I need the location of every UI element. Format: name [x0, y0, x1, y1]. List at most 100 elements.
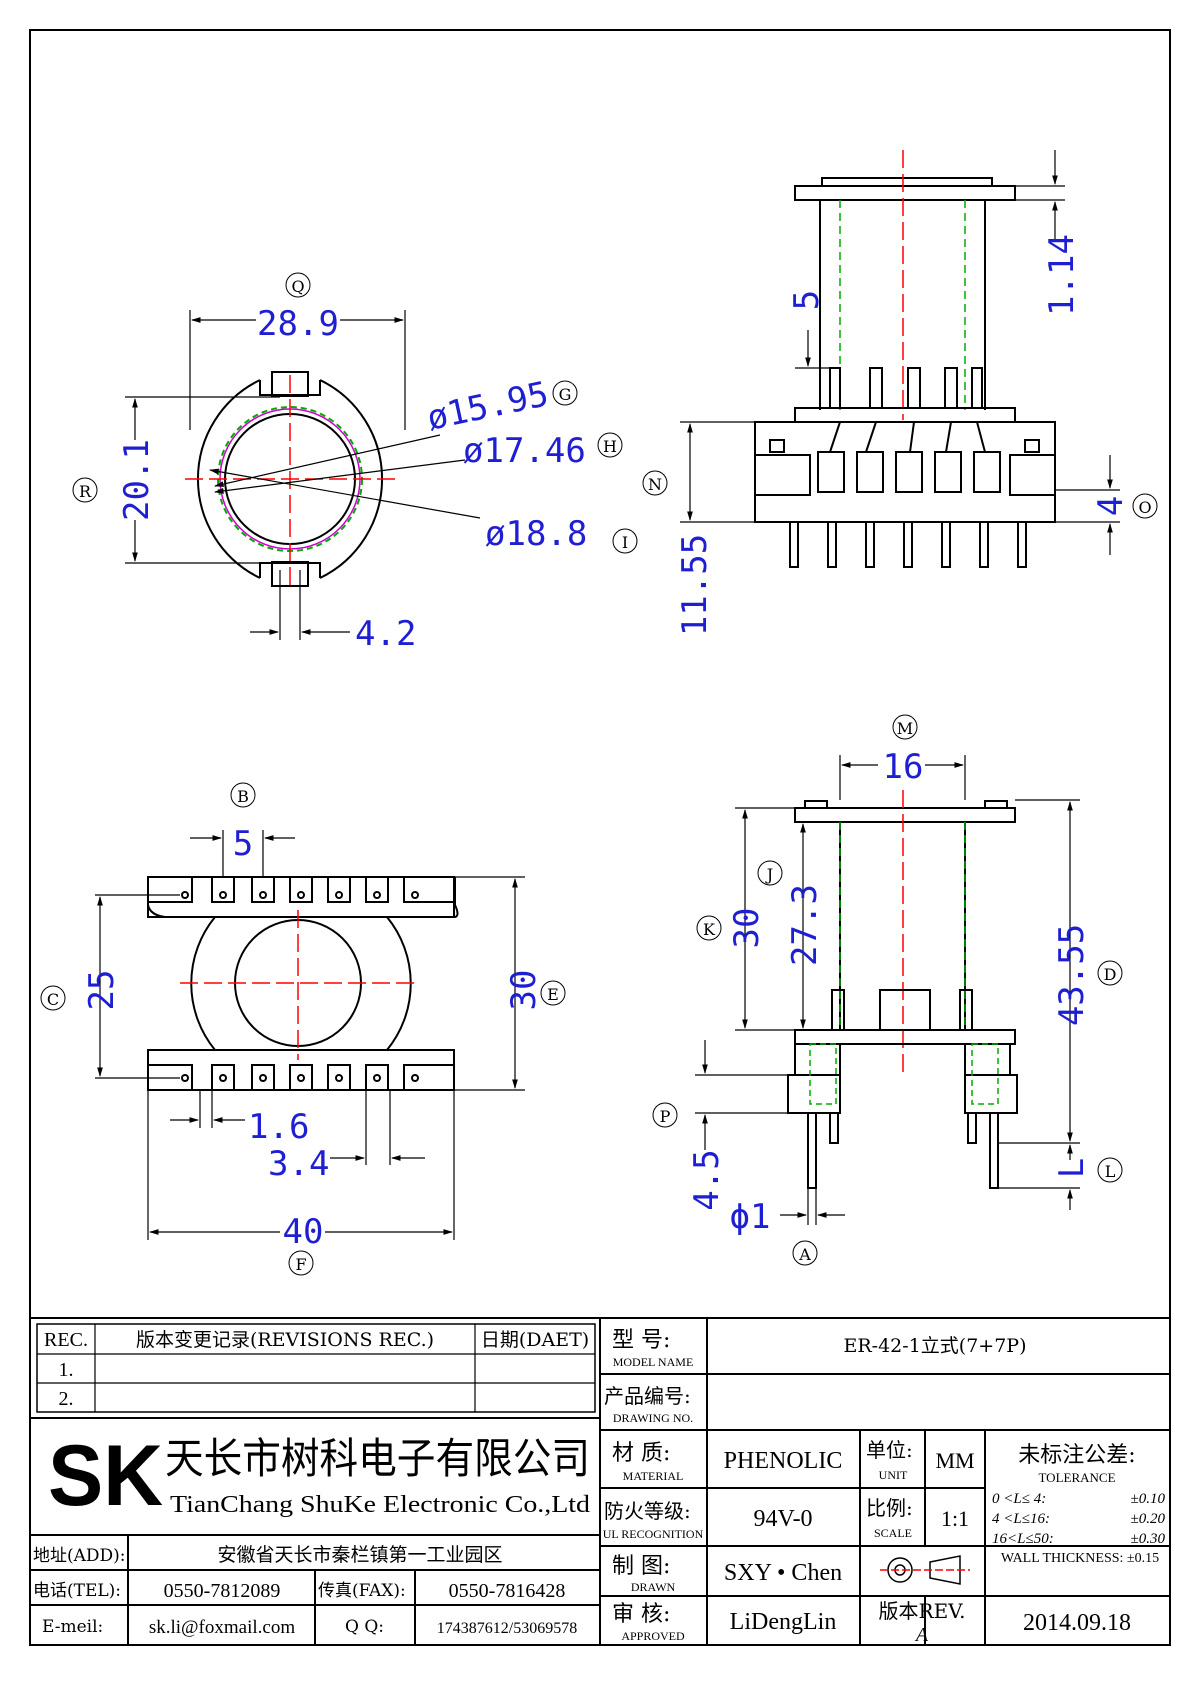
unit-label-en: UNIT: [879, 1468, 908, 1482]
rev-row-1: 1.: [59, 1359, 74, 1381]
fax-value: 0550-7816428: [449, 1580, 566, 1602]
svg-text:F: F: [295, 1255, 306, 1274]
label-g: G: [552, 380, 578, 406]
svg-text:K: K: [703, 920, 716, 939]
ul-label: 防火等级:: [604, 1499, 691, 1523]
drawing-no-label: 产品编号:: [604, 1384, 691, 1408]
label-f: F: [288, 1250, 314, 1276]
tolerance-val-2: ±0.20: [1131, 1511, 1166, 1527]
rev-header-date: 日期(DAET): [481, 1329, 589, 1351]
company-logo: SK: [48, 1428, 163, 1524]
dim-pin-height: 11.55: [675, 534, 715, 636]
label-i: I: [612, 528, 638, 554]
projection-symbol-icon: [880, 1555, 970, 1585]
svg-text:A: A: [798, 1245, 811, 1264]
label-o: O: [1132, 493, 1158, 519]
dim-gap: 5: [787, 290, 827, 310]
tolerance-title-en: TOLERANCE: [1038, 1470, 1115, 1485]
svg-text:H: H: [603, 437, 617, 456]
svg-text:G: G: [559, 385, 572, 404]
dim-pitch: 5: [233, 824, 253, 864]
svg-text:D: D: [1104, 965, 1117, 984]
label-p: P: [652, 1102, 678, 1128]
drawn-label-en: DRAWN: [631, 1580, 676, 1594]
email-label: E-meil:: [42, 1617, 103, 1637]
tolerance-range-2: 4 <L≤16:: [992, 1511, 1050, 1527]
tolerance-range-3: 16<L≤50:: [992, 1531, 1054, 1547]
label-b: B: [230, 782, 256, 808]
svg-text:M: M: [897, 719, 913, 738]
approved-label-en: APPROVED: [621, 1629, 685, 1643]
label-k: K: [696, 915, 722, 941]
label-c: C: [40, 985, 66, 1011]
company-name-en: TianChang ShuKe Electronic Co.,Ltd: [170, 1492, 590, 1518]
material-label-en: MATERIAL: [623, 1469, 684, 1483]
drawn-value: SXY • Chen: [724, 1560, 842, 1586]
tolerance-val-3: ±0.30: [1131, 1531, 1166, 1547]
svg-text:R: R: [79, 482, 92, 501]
dim-front-a: ϕ1: [730, 1197, 771, 1237]
rev-header-rec: REC.: [44, 1329, 88, 1351]
rev-row-2: 2.: [59, 1388, 74, 1410]
tel-value: 0550-7812089: [164, 1580, 281, 1602]
side-view: [680, 150, 1120, 568]
dim-bore-3: ø18.8: [485, 514, 587, 554]
email-value: sk.li@foxmail.com: [149, 1617, 295, 1638]
dim-flange: 1.14: [1042, 234, 1082, 316]
scale-label-en: SCALE: [874, 1526, 912, 1540]
tolerance-val-1: ±0.10: [1131, 1491, 1166, 1507]
label-j: J: [757, 860, 783, 886]
label-n: N: [642, 470, 668, 496]
model-label: 型 号:: [612, 1328, 670, 1353]
dim-bore-1: ø15.95: [424, 374, 552, 439]
top-view: [125, 310, 481, 640]
label-h: H: [597, 432, 623, 458]
dim-width-top: 28.9: [257, 304, 339, 344]
dim-height-c: 25: [82, 970, 122, 1011]
svg-text:B: B: [237, 787, 249, 806]
svg-text:E: E: [547, 985, 559, 1004]
dim-height-e: 30: [504, 970, 544, 1011]
dim-front-j: 27.3: [785, 884, 825, 966]
svg-text:I: I: [622, 533, 628, 552]
label-l: L: [1097, 1157, 1123, 1183]
addr-value: 安徽省天长市秦栏镇第一工业园区: [217, 1544, 502, 1566]
ul-label-en: UL RECOGNITION: [603, 1527, 704, 1541]
qq-label: Q Q:: [345, 1617, 384, 1637]
company-name-cn: 天长市树科电子有限公司: [165, 1434, 590, 1483]
dim-front-d: 43.55: [1052, 924, 1092, 1026]
rev-header-desc: 版本变更记录(REVISIONS REC.): [136, 1329, 434, 1351]
material-value: PHENOLIC: [724, 1448, 843, 1474]
addr-label: 地址(ADD):: [33, 1546, 126, 1566]
label-m: M: [892, 714, 918, 740]
tolerance-range-1: 0 <L≤ 4:: [992, 1491, 1046, 1507]
dim-width-bottom: 40: [283, 1212, 324, 1252]
scale-value: 1:1: [941, 1506, 969, 1531]
ul-value: 94V-0: [753, 1506, 812, 1532]
unit-label: 单位:: [866, 1438, 913, 1462]
fax-label: 传真(FAX):: [318, 1581, 406, 1601]
unit-value: MM: [935, 1448, 974, 1473]
dim-front-l: L: [1052, 1158, 1092, 1178]
qq-value: 174387612/53069578: [437, 1620, 577, 1637]
material-label: 材 质:: [612, 1441, 670, 1466]
svg-text:C: C: [47, 990, 59, 1009]
drawing-date: 2014.09.18: [1023, 1610, 1131, 1636]
label-q: Q: [285, 272, 311, 298]
svg-text:J: J: [765, 865, 773, 884]
tel-label: 电话(TEL):: [33, 1581, 121, 1601]
svg-text:SK: SK: [48, 1428, 163, 1524]
svg-text:L: L: [1105, 1162, 1116, 1181]
drawing-no-label-en: DRAWING NO.: [613, 1411, 693, 1425]
tolerance-title: 未标注公差:: [1018, 1443, 1135, 1468]
front-view: [695, 755, 1080, 1225]
svg-text:N: N: [648, 475, 662, 494]
dim-bore-2: ø17.46: [463, 431, 586, 471]
label-e: E: [540, 980, 566, 1006]
rev-value: A: [914, 1624, 929, 1646]
model-label-en: MODEL NAME: [613, 1355, 694, 1369]
tolerance-wall: WALL THICKNESS: ±0.15: [1001, 1551, 1159, 1566]
dim-height-top: 20.1: [117, 439, 157, 521]
svg-text:P: P: [660, 1107, 671, 1126]
